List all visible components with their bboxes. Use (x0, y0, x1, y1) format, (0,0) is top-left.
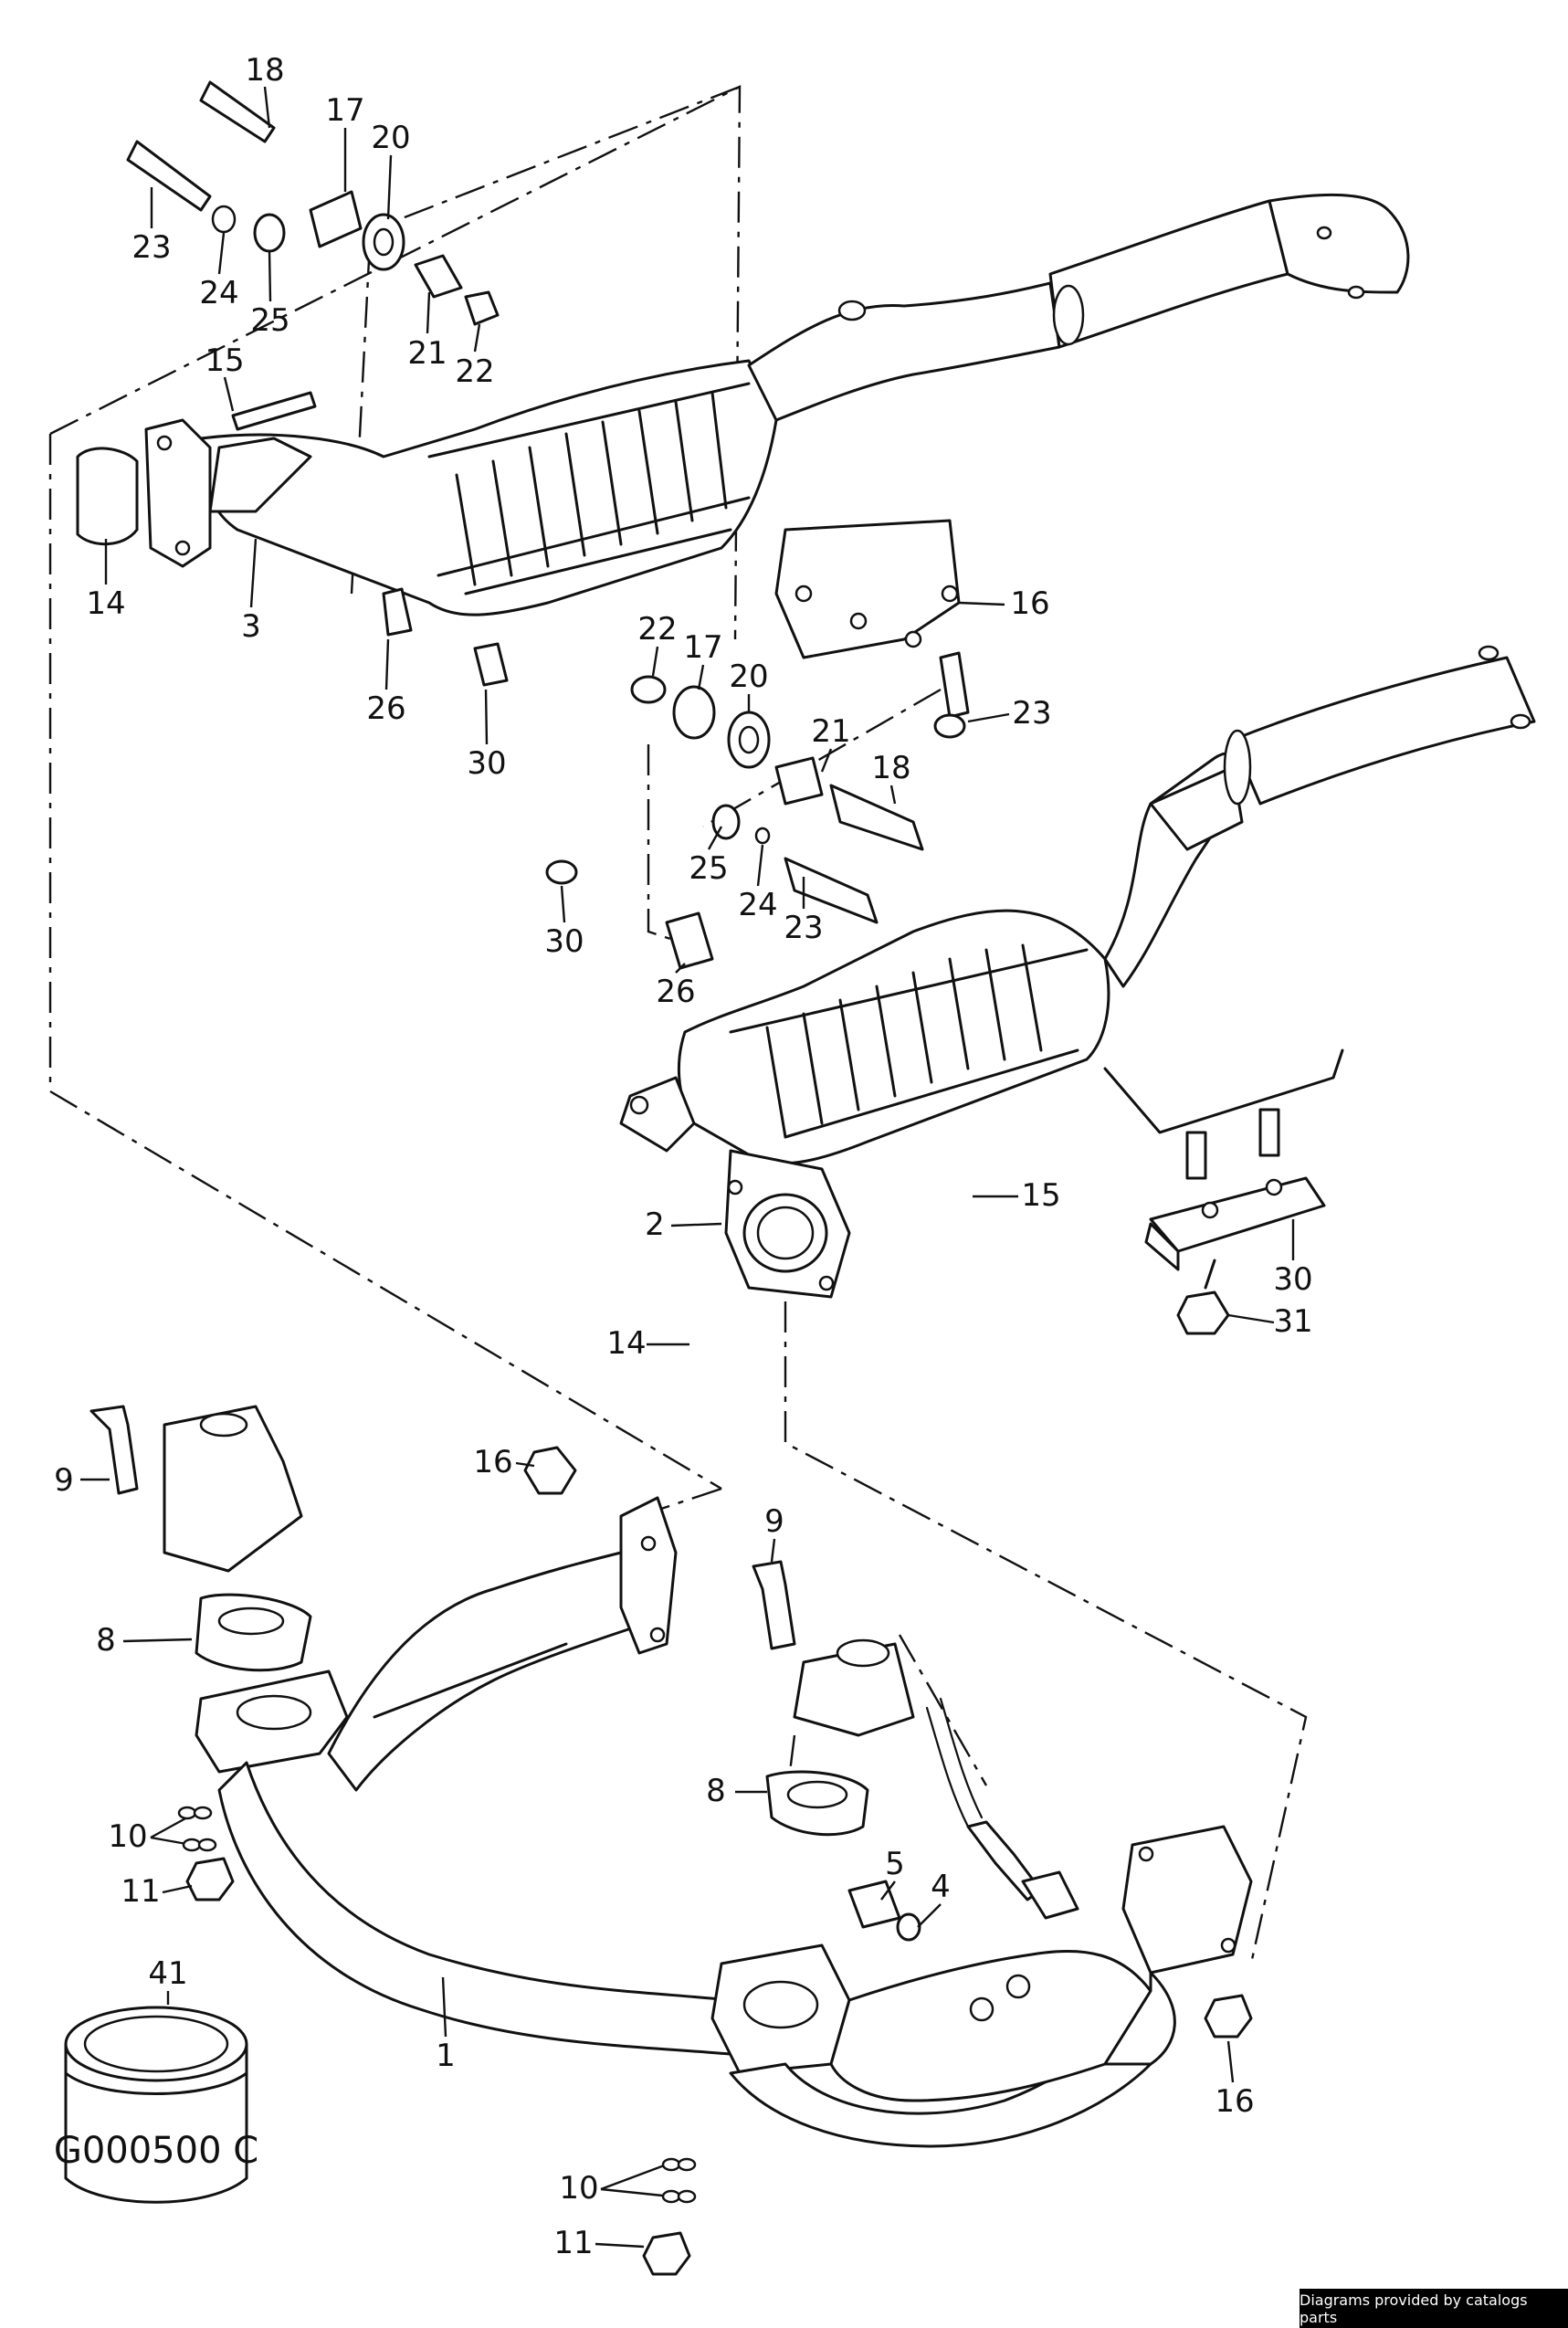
callout-18-mid: 20 (729, 658, 768, 695)
callout-12-mid: 14 (606, 1325, 646, 1362)
catalytic-converter-upper (76, 193, 1410, 616)
callout-12-top: 14 (86, 585, 125, 622)
callout-26-top: 30 (467, 745, 506, 782)
callout-20-mid: 22 (637, 611, 677, 648)
callout-31: 31 (1273, 1303, 1312, 1340)
callout-25-top: 26 (366, 690, 405, 727)
callout-1: 1 (436, 2038, 456, 2074)
callout-3: 3 (241, 608, 261, 645)
washer-details (177, 1806, 697, 2204)
sleeve-part-41: G000500 C (54, 2006, 258, 2204)
callout-labels: 18 17 20 23 24 25 21 22 15 14 3 26 30 16… (54, 52, 1312, 2261)
callout-17-top: 18 (245, 52, 284, 89)
callout-9-right: 9 (764, 1503, 784, 1540)
callout-13-top: 15 (205, 342, 244, 379)
callout-17-mid: 18 (871, 750, 910, 786)
callout-9-left: 9 (54, 1462, 74, 1499)
callout-25-mid: 26 (656, 974, 695, 1010)
lower-hanger-hardware (545, 519, 970, 970)
callout-22-top: 23 (132, 229, 171, 266)
heat-shield-bracket (1103, 1048, 1344, 1335)
callout-22-mid: 23 (784, 910, 823, 946)
callout-18-top: 20 (371, 120, 410, 156)
callout-41: 41 (148, 1955, 187, 1992)
callout-23-top: 24 (199, 275, 238, 311)
callout-4: 4 (931, 1869, 951, 1905)
callout-14-top: 16 (473, 1444, 512, 1480)
callout-10-left: 10 (108, 1818, 147, 1855)
callout-8-left: 8 (96, 1622, 116, 1659)
callout-13-mid: 15 (1021, 1177, 1060, 1214)
callout-16-top: 17 (325, 92, 364, 129)
diagram-credit-badge: Diagrams provided by catalogs parts (1300, 2289, 1568, 2328)
callout-24-top: 25 (250, 302, 289, 339)
callout-19-mid: 21 (811, 713, 850, 750)
callout-8-right: 8 (706, 1773, 726, 1809)
callout-23-mid: 24 (738, 887, 777, 923)
callout-15: 16 (1010, 585, 1049, 622)
callout-26-mid: 30 (544, 923, 584, 960)
upper-hanger-hardware (126, 80, 509, 687)
callout-11-bottom: 11 (553, 2225, 593, 2261)
callout-2: 2 (645, 1206, 665, 1243)
front-exhaust-pipe (89, 1405, 1253, 2276)
callout-14-bottom: 16 (1215, 2083, 1254, 2120)
callout-19-top: 21 (407, 335, 447, 372)
sleeve-part-marking: G000500 C (54, 2130, 258, 2172)
callout-10-bottom: 10 (559, 2170, 598, 2207)
callout-5: 5 (885, 1846, 905, 1882)
callout-16-mid: 17 (683, 629, 722, 666)
callout-21: 23 (1012, 695, 1051, 732)
callout-30: 30 (1273, 1261, 1312, 1298)
callout-11-left: 11 (121, 1873, 160, 1910)
callout-20-top: 22 (455, 353, 494, 390)
catalytic-converter-lower (619, 645, 1536, 1299)
callout-24-mid: 25 (689, 850, 728, 887)
